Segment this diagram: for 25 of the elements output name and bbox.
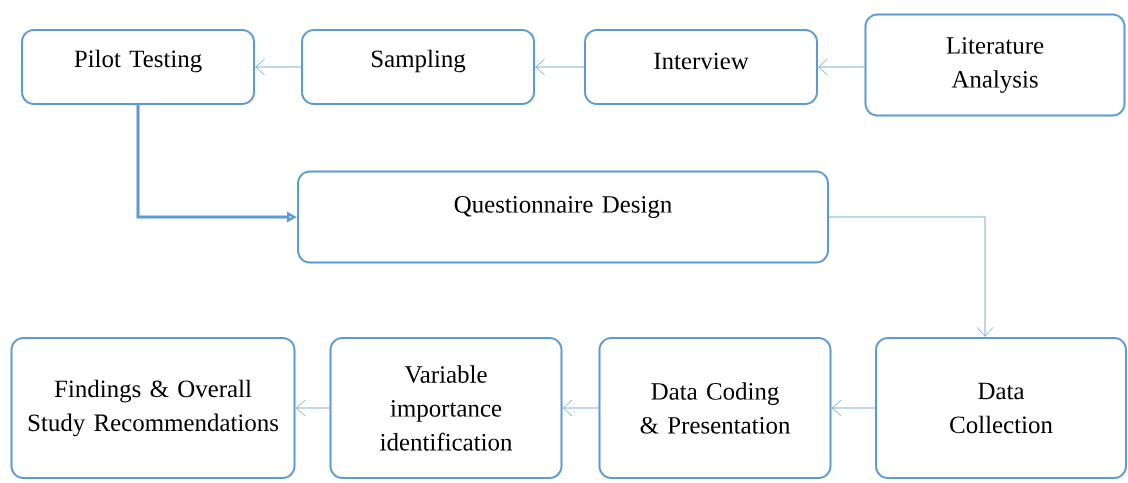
box-label: Questionnaire Design — [454, 196, 672, 218]
process-box — [297, 170, 829, 264]
box-label: Sampling — [371, 49, 466, 73]
process-box — [21, 29, 255, 105]
box-label: Variable importance identification — [380, 365, 513, 451]
arrow — [828, 216, 994, 337]
process-box — [301, 29, 535, 105]
process-box — [10, 337, 296, 479]
process-box — [329, 337, 563, 479]
arrow — [562, 399, 599, 417]
box-label: Findings & Overall Study Recommendations — [28, 379, 279, 437]
arrow — [295, 399, 330, 417]
box-label: Literature Analysis — [946, 37, 1044, 93]
process-box — [584, 29, 818, 105]
arrow — [831, 399, 876, 417]
box-label: Data Collection — [950, 382, 1053, 434]
process-box — [598, 337, 832, 479]
arrow — [535, 58, 585, 76]
box-label: Interview — [654, 52, 749, 70]
arrow — [255, 58, 302, 76]
box-label: Data Coding & Presentation — [640, 382, 791, 434]
arrow — [818, 58, 865, 76]
process-box — [864, 13, 1126, 117]
box-label: Pilot Testing — [74, 49, 202, 73]
process-box — [875, 337, 1127, 479]
